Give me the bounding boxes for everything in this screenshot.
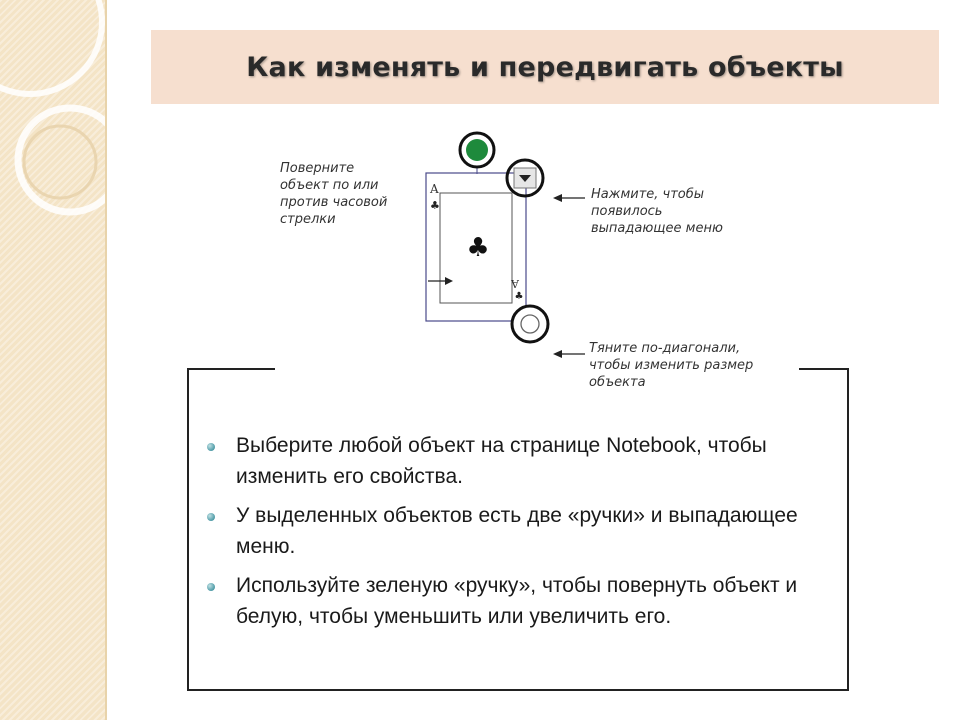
menu-callout: Нажмите, чтобы появилось выпадающее меню	[591, 187, 723, 236]
card-suit-center: ♣	[466, 233, 489, 263]
strip-edge	[105, 0, 107, 720]
card-rank-top: A	[429, 182, 439, 196]
decorative-side-strip	[0, 0, 105, 720]
chevron-down-icon	[519, 175, 531, 182]
bullet-text: У выделенных объектов есть две «ручки» и…	[236, 504, 798, 558]
bullet-icon	[207, 513, 215, 521]
resize-callout-arrowhead	[553, 350, 562, 358]
resize-callout: Тяните по-диагонали, чтобы изменить разм…	[589, 341, 754, 390]
card-suit-top: ♣	[430, 199, 440, 212]
content-box-gap	[275, 364, 799, 372]
bullet-text: Используйте зеленую «ручку», чтобы повер…	[236, 574, 798, 628]
menu-handle-ring	[505, 158, 545, 198]
slide-title: Как изменять и передвигать объекты	[246, 51, 844, 83]
title-band: Как изменять и передвигать объекты	[151, 30, 939, 104]
list-item: Используйте зеленую «ручку», чтобы повер…	[205, 570, 825, 632]
menu-callout-arrowhead	[553, 194, 562, 202]
content-box	[187, 368, 849, 691]
rotate-handle-fill	[466, 139, 488, 161]
playing-card	[439, 192, 513, 304]
list-item: Выберите любой объект на странице Notebo…	[205, 430, 825, 492]
bullet-icon	[207, 443, 215, 451]
card-rank-bottom: A	[510, 277, 520, 290]
bullet-icon	[207, 583, 215, 591]
decorative-rings	[0, 0, 105, 216]
bullet-text: Выберите любой объект на странице Notebo…	[236, 434, 767, 488]
selection-frame	[425, 172, 527, 322]
card-arrow-head	[445, 277, 453, 285]
list-item: У выделенных объектов есть две «ручки» и…	[205, 500, 825, 562]
bullet-list: Выберите любой объект на странице Notebo…	[205, 430, 825, 640]
card-suit-bottom: ♣	[515, 291, 524, 302]
resize-handle-inner	[520, 314, 540, 334]
rotate-callout: Поверните объект по или против часовой с…	[280, 161, 388, 227]
